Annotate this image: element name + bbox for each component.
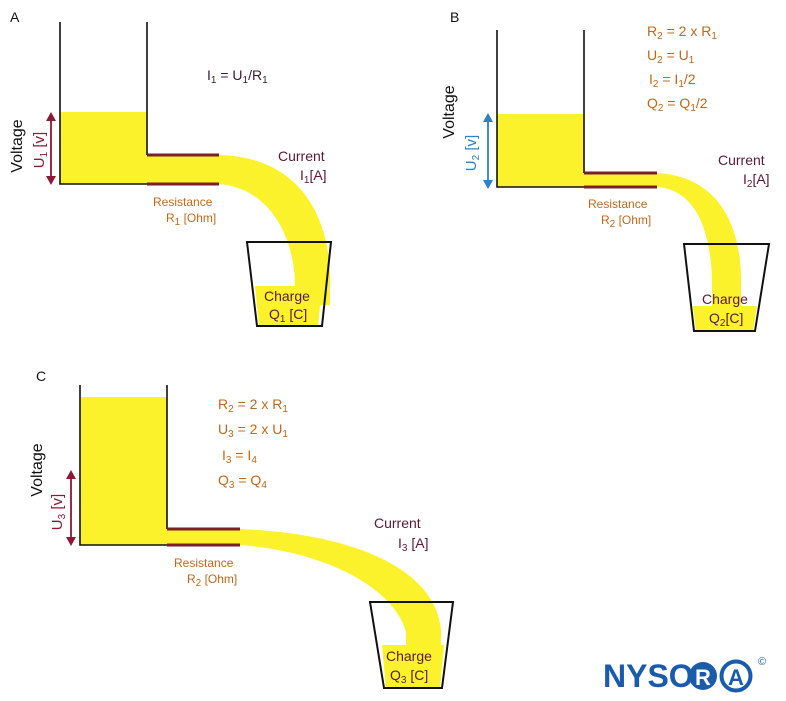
panel-c-stream <box>240 529 441 645</box>
panel-c-voltage-label: Voltage <box>29 443 46 496</box>
panel-c-resistance-symbol: R2 [Ohm] <box>187 572 237 589</box>
panel-a-charge-label: Charge <box>264 288 310 304</box>
panel-b-eq-4: Q2 = Q1/2 <box>647 95 708 114</box>
logo-r-letter: R <box>695 665 711 690</box>
panel-c-cup-outline <box>368 601 455 689</box>
panel-a-tank-water <box>60 112 147 184</box>
panel-c-cup-water <box>382 645 444 688</box>
nysora-logo: NYSO R A © <box>603 656 766 694</box>
panel-b-voltage-arrow <box>483 113 493 189</box>
panel-b-voltage-label: Voltage <box>441 85 458 138</box>
panel-c-eq-1: R2 = 2 x R1 <box>218 396 288 415</box>
panel-b-label: B <box>450 9 459 25</box>
logo-a-ring <box>719 659 753 693</box>
panel-a-charge-symbol: Q1 [C] <box>269 306 307 325</box>
panel-b-tank-water <box>497 114 584 187</box>
panel-b-resistance-label: Resistance <box>588 197 648 211</box>
panel-c-eq-2: U3 = 2 x U1 <box>218 421 288 440</box>
logo-r-circle <box>689 662 717 690</box>
panel-a-pipe-water <box>147 155 219 184</box>
panel-c-pipe-water <box>167 529 240 545</box>
panel-b-resistance-symbol: R2 [Ohm] <box>601 213 651 230</box>
panel-a-voltage-arrow <box>46 112 56 185</box>
panel-a: A Voltage U1 [v] I1 = U1/R1 Current I1[A… <box>9 9 333 327</box>
panel-b-current-label: Current <box>718 152 765 168</box>
panel-c-tank-water <box>80 397 167 545</box>
panel-c-resistance-label: Resistance <box>174 556 234 570</box>
panel-b-eq-2: U2 = U1 <box>647 47 695 66</box>
panel-c-voltage-arrow <box>66 470 76 546</box>
panel-b-eq-3: I2 = I1/2 <box>649 71 696 90</box>
panel-b-u-label: U2 [v] <box>463 135 482 171</box>
panel-a-cup-outline <box>245 241 333 327</box>
panel-a-tank-outline <box>59 22 148 185</box>
panel-a-voltage-label: Voltage <box>9 119 26 172</box>
panel-a-resistance-label: Resistance <box>153 195 213 209</box>
panel-a-cup-water <box>255 286 322 326</box>
panel-a-label: A <box>10 9 20 25</box>
panel-c-eq-4: Q3 = Q4 <box>218 472 267 491</box>
panel-a-resistance-symbol: R1 [Ohm] <box>166 211 216 228</box>
panel-c-label: C <box>36 368 46 384</box>
panel-a-current-label: Current <box>278 148 325 164</box>
panel-c: C Voltage U3 [v] R2 = 2 x R1 U3 = 2 x U1… <box>29 368 455 689</box>
panel-b: B Voltage U2 [v] R2 = 2 x R1 U2 = U1 I2 … <box>441 9 771 332</box>
panel-b-stream <box>657 173 742 318</box>
panel-a-equation: I1 = U1/R1 <box>207 67 268 86</box>
panel-c-charge-symbol: Q3 [C] <box>390 667 428 686</box>
panel-c-current-symbol: I3 [A] <box>398 535 428 554</box>
panel-b-cup-outline <box>682 243 771 332</box>
panel-b-tank-outline <box>496 30 585 188</box>
panel-c-eq-3: I3 = I4 <box>222 447 257 466</box>
logo-copyright-mark: © <box>758 656 766 668</box>
panel-c-u-label: U3 [v] <box>49 494 68 530</box>
panel-b-eq-1: R2 = 2 x R1 <box>647 23 717 42</box>
panel-b-current-symbol: I2[A] <box>743 171 770 190</box>
panel-c-tank-outline <box>79 385 168 546</box>
panel-b-charge-label: Charge <box>702 291 748 307</box>
panel-b-cup-water <box>693 306 757 331</box>
panel-a-stream <box>219 155 331 305</box>
panel-b-charge-symbol: Q2[C] <box>709 310 743 329</box>
panel-b-pipe-water <box>584 173 657 187</box>
logo-a-letter: A <box>728 665 744 690</box>
logo-text: NYSO <box>603 658 694 694</box>
panel-c-charge-label: Charge <box>386 648 432 664</box>
panel-a-current-symbol: I1[A] <box>300 167 327 186</box>
panel-a-u-label: U1 [v] <box>31 132 50 168</box>
panel-c-current-label: Current <box>374 515 421 531</box>
